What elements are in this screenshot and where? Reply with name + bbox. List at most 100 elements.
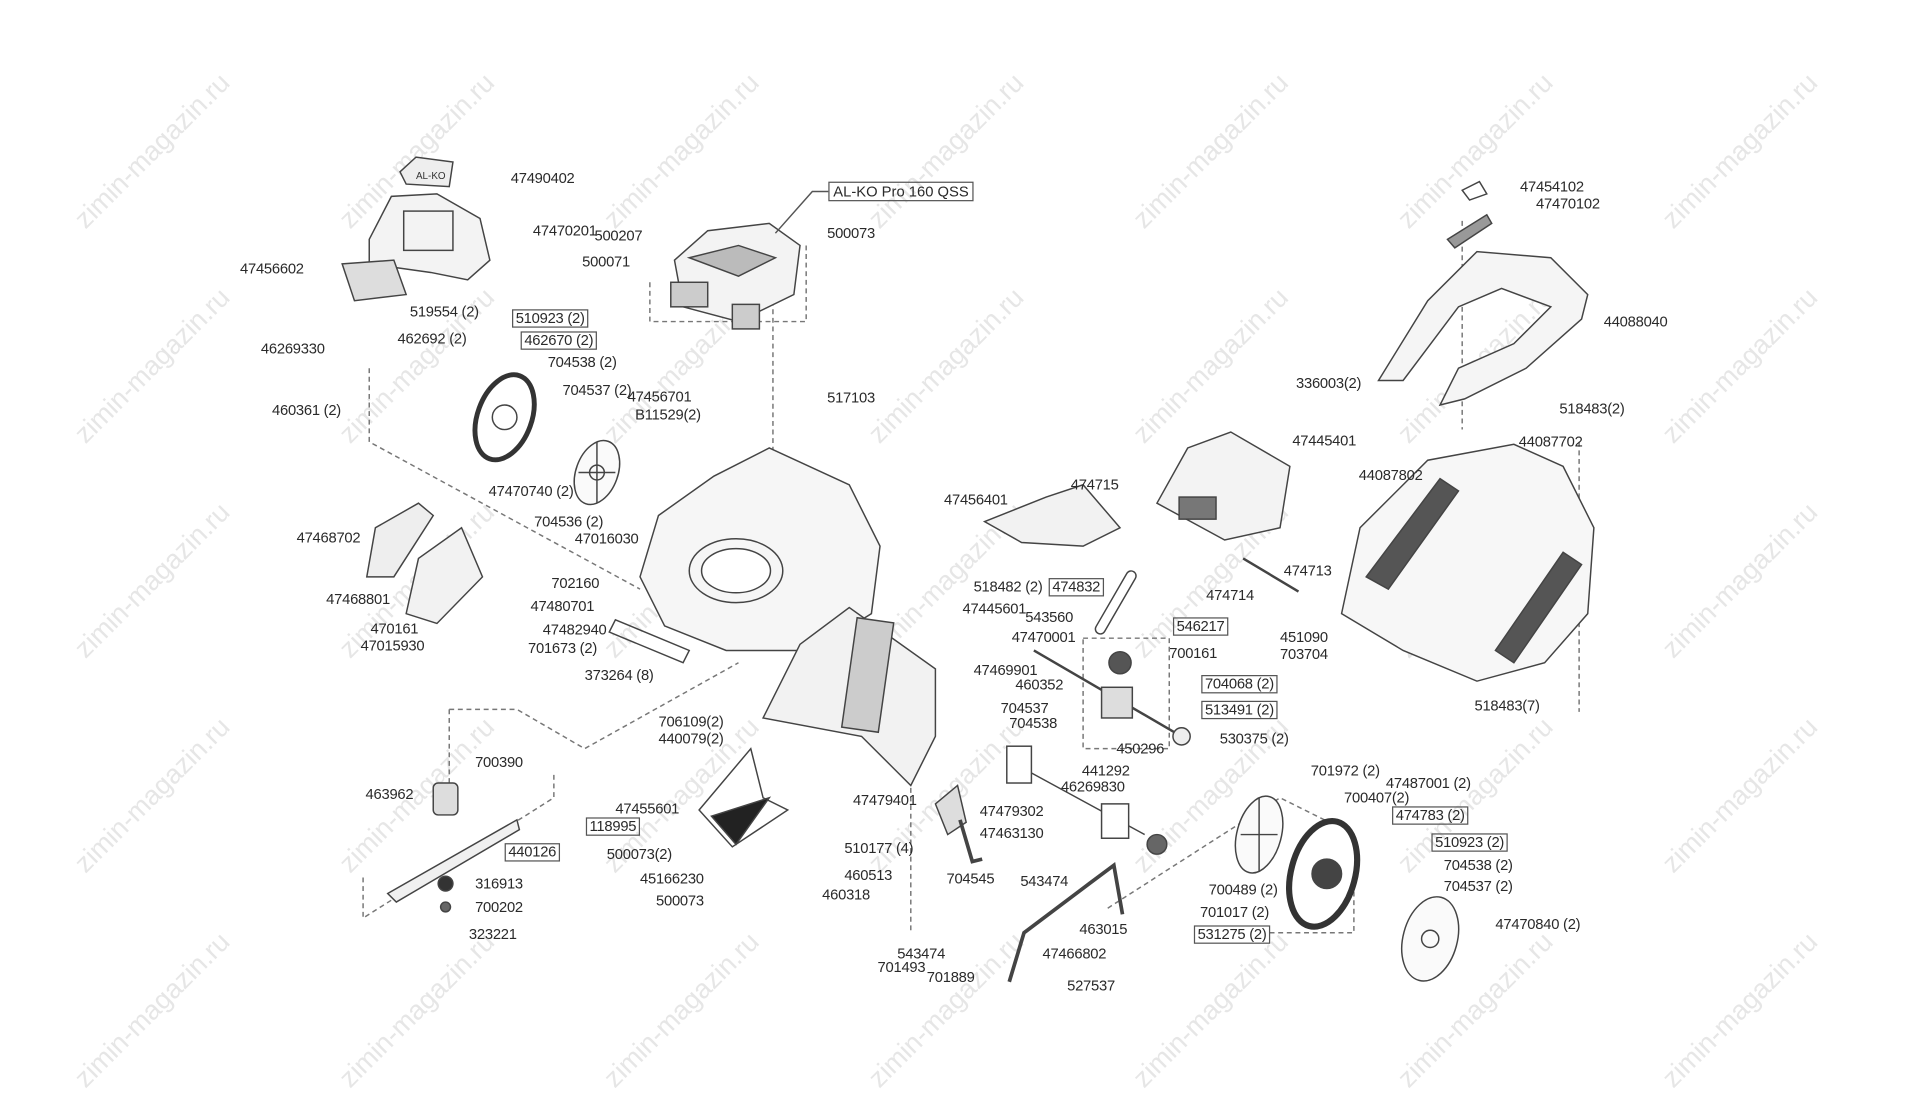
part-number-label: 704538 (2) [1443, 856, 1513, 874]
part-number-label: 462692 (2) [397, 330, 467, 348]
part-number-label: 518482 (2) [973, 578, 1043, 596]
part-number-label: 47469901 [973, 661, 1038, 679]
part-number-label: 460361 (2) [272, 401, 341, 419]
part-number-label: 517103 [827, 389, 875, 407]
part-number-label: 700489 (2) [1208, 881, 1278, 899]
part-number-label: 704068 (2) [1201, 675, 1278, 694]
part-number-label: 701673 (2) [528, 639, 597, 657]
part-number-label: 474832 [1048, 578, 1104, 597]
part-number-label: 474713 [1283, 562, 1332, 580]
logo-plate-part: AL-KO [399, 156, 454, 188]
deflector-part [982, 483, 1122, 547]
part-number-label: 510177 (4) [844, 839, 914, 857]
svg-text:AL-KO: AL-KO [416, 171, 446, 182]
part-number-label: 47480701 [530, 597, 595, 615]
drive-lever-part [934, 784, 1125, 983]
mulch-plug-part [698, 747, 790, 848]
part-number-label: 474715 [1070, 476, 1119, 494]
part-number-label: 46269330 [260, 339, 325, 358]
rear-axle-part [1006, 745, 1168, 855]
part-number-label: 118995 [585, 817, 640, 836]
part-number-label: 47455601 [615, 800, 680, 818]
part-number-label: 47470740 (2) [488, 482, 574, 500]
part-number-label: 47470001 [1011, 628, 1076, 646]
part-number-label: 463015 [1079, 920, 1128, 938]
part-number-label: 704537 (2) [562, 381, 632, 399]
part-number-label: 700407(2) [1344, 789, 1410, 807]
part-number-label: 702160 [551, 574, 600, 592]
part-number-label: 47456602 [240, 260, 304, 278]
part-number-label: 47456701 [627, 387, 692, 406]
blade-part [386, 782, 521, 913]
deck-housing-part [608, 447, 881, 664]
part-number-label: 500073 [656, 892, 704, 910]
grass-basket-part [1340, 443, 1595, 682]
part-number-label: 45166230 [640, 870, 704, 888]
part-number-label: 440079(2) [658, 730, 724, 748]
part-number-label: 47468801 [326, 590, 390, 608]
rear-wheel-disc-part [1234, 795, 1284, 874]
rear-flap-part [761, 606, 937, 787]
part-number-label: 47445601 [962, 600, 1027, 618]
part-number-label: 518483(7) [1474, 697, 1540, 715]
part-number-label: 701493 [877, 958, 926, 976]
part-number-label: 700202 [475, 898, 523, 916]
part-number-label: 704536 (2) [534, 513, 604, 531]
part-number-label: 47468702 [296, 528, 361, 547]
part-number-label: 500071 [582, 252, 630, 271]
part-number-label: 463962 [365, 785, 414, 803]
part-number-label: 500073(2) [606, 845, 672, 863]
part-number-label: 47015930 [360, 636, 425, 655]
part-number-label: 500207 [594, 227, 643, 245]
part-number-label: 47479401 [852, 791, 917, 809]
dashed-assembly-lines [362, 220, 1580, 934]
part-number-label: B11529(2) [635, 406, 701, 424]
part-number-label: 701972 (2) [1310, 762, 1380, 780]
part-number-label: 47456401 [944, 490, 1008, 509]
part-number-label: 47479302 [979, 802, 1044, 820]
part-number-label: 44087702 [1518, 433, 1583, 451]
part-number-label: 47470102 [1536, 195, 1600, 213]
part-number-label: 462670 (2) [520, 331, 597, 350]
part-number-label: 704538 (2) [547, 353, 617, 371]
part-number-label: 703704 [1280, 645, 1328, 663]
mulch-flap-part [365, 502, 484, 625]
part-number-label: 700161 [1169, 644, 1218, 662]
top-cover-part [341, 193, 491, 302]
part-number-label: 373264 (8) [584, 666, 654, 684]
part-number-label: 530375 (2) [1219, 730, 1289, 748]
part-number-label: 47445401 [1292, 432, 1357, 450]
part-number-label: 510923 (2) [1431, 833, 1508, 852]
part-number-label: 47454102 [1520, 177, 1584, 196]
rear-hubcap-part [1401, 896, 1460, 982]
part-number-label: 518483(2) [1559, 400, 1625, 418]
part-number-label: 450296 [1116, 740, 1165, 758]
part-number-label: 527537 [1067, 976, 1115, 995]
part-number-label: 47466802 [1042, 945, 1107, 963]
part-number-label: 510923 (2) [512, 309, 589, 328]
part-number-label: 47470840 (2) [1495, 915, 1581, 933]
part-number-label: 704537 [1000, 699, 1049, 717]
part-number-label: 441292 [1081, 762, 1130, 780]
part-number-label: 474714 [1206, 586, 1254, 604]
front-wheel-part [472, 372, 537, 463]
part-number-label: 543474 [897, 945, 946, 963]
part-number-label: 513491 (2) [1201, 700, 1278, 720]
part-number-label: 531275 (2) [1193, 925, 1271, 944]
part-number-label: 336003(2) [1296, 374, 1362, 392]
gearbox-part [1033, 649, 1191, 746]
part-number-label: 706109(2) [658, 713, 724, 731]
part-number-label: 704537 (2) [1443, 877, 1513, 895]
part-number-label: 700390 [475, 753, 523, 771]
part-number-label: 451090 [1280, 628, 1328, 646]
part-number-label: 470161 [370, 619, 419, 637]
engine-model-label: AL-KO Pro 160 QSS [828, 181, 974, 202]
part-number-label: 316913 [475, 875, 523, 893]
part-number-label: 47482940 [542, 621, 607, 639]
part-number-label: 47463130 [979, 824, 1044, 842]
part-number-label: 47490402 [510, 169, 575, 187]
part-number-label: 546217 [1172, 617, 1229, 636]
rear-wheel-part [1286, 817, 1361, 930]
